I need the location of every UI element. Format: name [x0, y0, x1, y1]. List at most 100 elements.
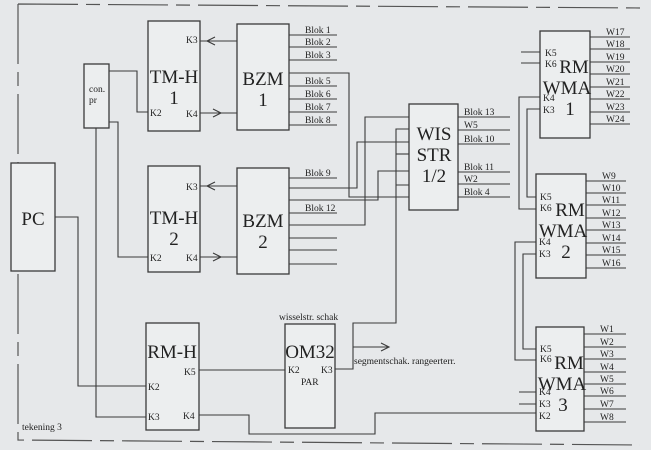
bzm2-output-label: Blok 9 [305, 169, 331, 179]
rmwma1-port-k6: K6 [545, 60, 557, 70]
rmwma2-output-label: W14 [602, 234, 621, 244]
wire-rmwma1-k4 [518, 96, 540, 210]
tmh1-line2: 1 [169, 88, 179, 109]
block-tmh-2[interactable]: TM-H 2 K3 K2 K4 [147, 165, 201, 273]
bzm2-output-label: Blok 12 [305, 204, 336, 214]
arrow-tmh1-k3 [205, 36, 216, 46]
wis-output-label: W2 [464, 175, 478, 185]
rmwma1-output-label: W21 [606, 78, 625, 88]
rmwma1-port-k5: K5 [545, 49, 557, 59]
wire-bzm2-to-wis-1 [289, 141, 409, 189]
rmwma2-output-label: W16 [602, 259, 621, 269]
arrow-tmh2-k4 [212, 252, 223, 262]
bzm1-output-label: Blok 1 [305, 26, 331, 36]
rmwma3-port-k6: K6 [540, 355, 552, 365]
tmh2-port-k2: K2 [150, 254, 162, 264]
wire-wis-om32 [335, 128, 409, 370]
rmwma2-port-k5: K5 [540, 193, 552, 203]
rmh-port-k3: K3 [148, 413, 160, 423]
om32-top-label: wisselstr. schak [279, 313, 338, 323]
rmwma1-output-label: W23 [606, 103, 625, 113]
wis-line2: STR [417, 145, 452, 166]
rmwma1-port-k4: K4 [543, 94, 555, 104]
rmwma3-port-k4: K4 [539, 388, 551, 398]
rmwma2-output-label: W9 [602, 172, 616, 182]
tmh1-line1: TM-H [150, 67, 199, 88]
bzm1-output-label: Blok 6 [305, 90, 331, 100]
rmwma2-output-label: W11 [602, 196, 620, 206]
block-wis-str[interactable]: WIS STR 1/2 [408, 103, 459, 211]
bzm1-output-label: Blok 7 [305, 103, 331, 113]
om32-output-label: segmentschak. rangeerterr. [354, 357, 456, 367]
tmh1-port-k4: K4 [186, 110, 198, 120]
block-tmh-1[interactable]: TM-H 1 K3 K2 K4 [147, 20, 201, 132]
arrow-om32-out [380, 342, 391, 352]
rmwma1-output-label: W22 [606, 90, 625, 100]
rmwma3-port-k3: K3 [539, 400, 551, 410]
block-rm-wma-1[interactable]: RM WMA 1 K5 K6 K4 K3 [539, 30, 592, 139]
rmwma2-output-label: W10 [602, 184, 621, 194]
wis-output-label: Blok 13 [464, 108, 495, 118]
rmh-port-k2: K2 [148, 383, 160, 393]
rmwma2-output-label: W13 [602, 221, 621, 231]
wis-output-label: Blok 11 [464, 163, 494, 173]
rmwma2-port-k4: K4 [539, 238, 551, 248]
block-bzm-1[interactable]: BZM 1 [236, 23, 290, 131]
wire-conpr-tmh1-k2 [109, 70, 148, 113]
wis-output-label: W5 [464, 121, 478, 131]
wires [55, 36, 540, 435]
om32-port-k3: K3 [321, 366, 333, 376]
block-rm-wma-3[interactable]: RM WMA 3 K5 K6 K4 K3 K2 [535, 326, 587, 432]
wire-rmwma1-k3 [526, 108, 540, 198]
block-con-pr[interactable]: con. pr [83, 63, 110, 129]
rmwma3-line1: RM [554, 353, 584, 374]
bzm2-line2: 2 [258, 232, 268, 253]
rmwma2-line1: RM [555, 200, 585, 221]
rmwma3-output-label: W2 [600, 338, 614, 348]
block-rm-h[interactable]: RM-H K5 K2 K3 K4 [145, 322, 200, 431]
block-pc[interactable]: PC [10, 162, 56, 272]
wire-rmh-k4-rmwma3-k2 [199, 412, 536, 435]
wire-bzm2-to-wis-2 [289, 170, 409, 201]
tmh2-port-k3: K3 [186, 183, 198, 193]
rmwma1-output-label: W24 [606, 115, 625, 125]
tmh2-line1: TM-H [150, 208, 199, 229]
rmwma1-line2: WMA [543, 78, 592, 99]
rmwma2-port-k6: K6 [540, 204, 552, 214]
rmwma3-output-label: W3 [600, 350, 614, 360]
wire-rmwma2-k3 [522, 253, 536, 350]
wire-rmwma2-k4 [514, 241, 536, 361]
block-bzm-2[interactable]: BZM 2 [236, 167, 290, 275]
rmwma1-output-label: W18 [606, 40, 625, 50]
bzm1-output-label: Blok 2 [305, 38, 331, 48]
block-rm-wma-2[interactable]: RM WMA 2 K5 K6 K4 K3 [535, 173, 588, 279]
arrow-tmh2-k3 [205, 181, 216, 191]
wis-line1: WIS [417, 124, 452, 145]
bzm1-output-label: Blok 3 [305, 51, 331, 61]
rmwma2-line2: WMA [539, 221, 588, 242]
rmwma1-port-k3: K3 [543, 106, 555, 116]
block-om32[interactable]: wisselstr. schak OM32 K2 K3 PAR segments… [279, 313, 456, 429]
rmwma2-output-label: W15 [602, 246, 621, 256]
bzm1-line1: BZM [242, 69, 283, 90]
rmwma3-output-label: W1 [600, 325, 614, 335]
rmwma2-line3: 2 [561, 242, 571, 263]
rmwma3-line2: WMA [538, 374, 587, 395]
wire-conpr-rmh-k3 [95, 128, 146, 418]
rmwma1-output-label: W17 [606, 28, 625, 38]
bzm1-output-label: Blok 5 [305, 77, 331, 87]
page-border [17, 3, 646, 446]
rmh-port-k5: K5 [184, 368, 196, 378]
wis-output-label: Blok 10 [464, 135, 495, 145]
wis-output-label: Blok 4 [464, 188, 490, 198]
rmwma1-line3: 1 [565, 99, 575, 120]
rmh-title: RM-H [147, 342, 197, 363]
rmwma3-output-label: W7 [600, 400, 614, 410]
wire-conpr-tmh2-k2 [109, 121, 148, 258]
tmh1-port-k3: K3 [186, 36, 198, 46]
